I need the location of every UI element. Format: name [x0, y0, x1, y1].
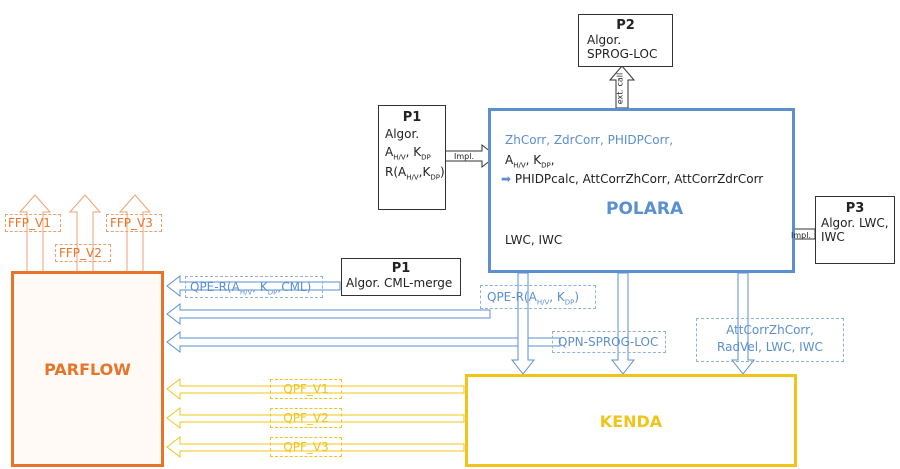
- ffp-label-1: FFP_V1: [5, 214, 61, 232]
- qpn-label: QPN-SPROG-LOC: [552, 331, 666, 353]
- qpf-arrow-2: [166, 406, 465, 430]
- qpf-arrow-1: [166, 377, 465, 401]
- p1-cml-box: P1 Algor. CML-merge: [341, 258, 461, 296]
- p1-cml-line1: Algor. CML-merge: [346, 276, 453, 290]
- p3-box: P3 Algor. LWC, IWC: [815, 196, 895, 264]
- att-line2: RadVel, LWC, IWC: [717, 340, 823, 354]
- ffp-label-2: FFP_V2: [55, 244, 111, 262]
- p1-line2: AH/V, KDP: [385, 145, 431, 162]
- ffp-arrow-3: [118, 194, 152, 273]
- qpe-arrows: [166, 274, 561, 354]
- polara-line2: AH/V, KDP,: [505, 153, 555, 170]
- qpf-arrow-3: [166, 435, 465, 459]
- qpe-r-label: QPE-R(AH/V, KDP): [480, 285, 596, 309]
- down-arrow-1: [510, 272, 536, 375]
- kenda-box: KENDA: [465, 374, 797, 467]
- p1-line1: Algor.: [385, 127, 420, 141]
- blue-arrow-icon: ➡: [501, 172, 512, 186]
- p3-line1: Algor. LWC,: [821, 216, 889, 230]
- qpf-arrows: [166, 377, 465, 459]
- p2-title: P2: [616, 18, 635, 33]
- parflow-label: PARFLOW: [44, 360, 131, 379]
- p2-box: P2 Algor. SPROG-LOC: [578, 14, 673, 67]
- ffp-arrow-1: [18, 194, 52, 273]
- down-arrow-2: [610, 272, 636, 375]
- kenda-label: KENDA: [599, 412, 663, 431]
- qpf-label-3: QPF_V3: [270, 437, 342, 457]
- qpf-label-2: QPF_V2: [270, 408, 342, 428]
- p1-title: P1: [402, 110, 422, 125]
- att-line1: AttCorrZhCorr,: [726, 323, 814, 337]
- polara-line3: ➡ PHIDPcalc, AttCorrZhCorr, AttCorrZdrCo…: [501, 172, 763, 186]
- p2-line2: SPROG-LOC: [587, 47, 658, 61]
- qpe-r-arrow: [166, 302, 491, 326]
- p1-line3: R(AH/V,KDP): [385, 165, 445, 182]
- qpf-label-1: QPF_V1: [270, 379, 342, 399]
- polara-box: ZhCorr, ZdrCorr, PHIDPCorr, AH/V, KDP, ➡…: [488, 108, 795, 273]
- ext-call-tag: ext. call: [615, 72, 625, 105]
- ffp-arrow-2: [68, 194, 102, 273]
- ffp-label-3: FFP_V3: [106, 214, 162, 232]
- p3-title: P3: [845, 201, 865, 216]
- p3-line2: IWC: [821, 230, 845, 244]
- p1-cml-title: P1: [391, 261, 411, 276]
- kenda-down-arrows: [510, 272, 756, 375]
- impl-tag-p1: Impl.: [454, 152, 474, 161]
- parflow-box: PARFLOW: [11, 271, 164, 467]
- p2-line1: Algor.: [587, 33, 622, 47]
- p1-algor-box: P1 Algor. AH/V, KDP R(AH/V,KDP): [378, 105, 446, 210]
- polara-label: POLARA: [606, 199, 684, 219]
- polara-line1: ZhCorr, ZdrCorr, PHIDPCorr,: [505, 133, 674, 147]
- polara-line3-text: PHIDPcalc, AttCorrZhCorr, AttCorrZdrCorr: [514, 172, 764, 186]
- down-arrow-3: [730, 272, 756, 375]
- ext-call-arrow: [608, 65, 636, 109]
- qpn-arrow: [166, 330, 561, 354]
- impl-tag-p3: Impl.: [791, 231, 811, 240]
- att-label: AttCorrZhCorr, RadVel, LWC, IWC: [696, 318, 844, 362]
- polara-line4: LWC, IWC: [505, 233, 563, 247]
- qpe-r-cml-label: QPE-R(AH/V, KDP,CML): [185, 276, 323, 298]
- qpe-cml-arrow: [166, 274, 341, 298]
